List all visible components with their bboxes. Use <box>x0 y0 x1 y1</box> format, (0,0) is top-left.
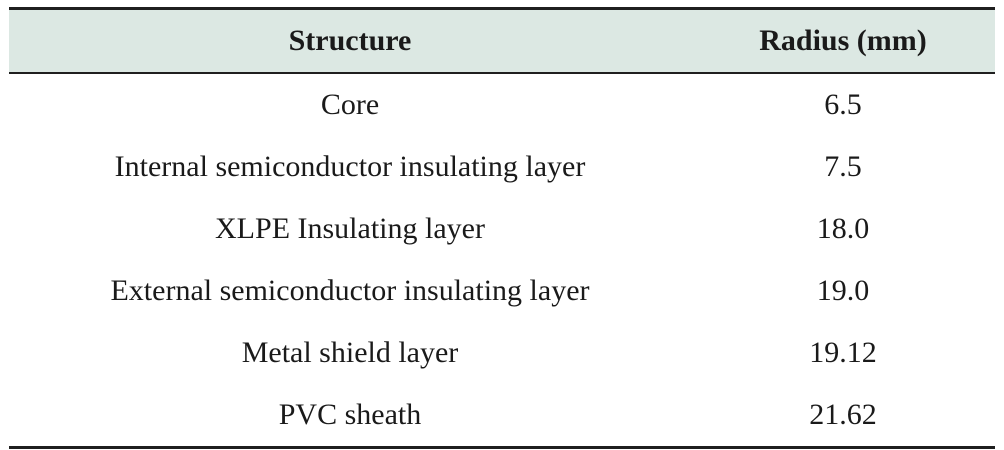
table-row: Core 6.5 <box>9 73 995 136</box>
radius-cell: 19.12 <box>809 336 877 369</box>
structure-cell: PVC sheath <box>9 384 691 449</box>
structure-cell: Internal semiconductor insulating layer <box>114 150 586 183</box>
table-row: Internal semiconductor insulating layer … <box>9 136 995 198</box>
structure-cell: External semiconductor insulating layer <box>110 274 590 307</box>
table-body: Core 6.5 Internal semiconductor insulati… <box>9 73 995 449</box>
radius-cell: 21.62 <box>691 384 995 449</box>
table-row: PVC sheath 21.62 <box>9 384 995 449</box>
radius-cell: 19.0 <box>816 274 870 307</box>
structure-cell: Core <box>320 88 380 121</box>
structure-cell: Metal shield layer <box>241 336 459 369</box>
header-radius: Radius (mm) <box>691 7 995 74</box>
radius-cell: 18.0 <box>816 212 870 245</box>
header-structure: Structure <box>9 7 691 74</box>
table-row: Metal shield layer 19.12 <box>9 322 995 384</box>
radius-cell: 6.5 <box>824 88 862 121</box>
structure-radius-table: Structure Radius (mm) Core 6.5 Internal … <box>9 7 995 449</box>
structure-cell: XLPE Insulating layer <box>215 212 485 245</box>
table-row: External semiconductor insulating layer … <box>9 260 995 322</box>
table-header: Structure Radius (mm) <box>9 7 995 74</box>
table-row: XLPE Insulating layer 18.0 <box>9 198 995 260</box>
header-row: Structure Radius (mm) <box>9 7 995 74</box>
structure-radius-table-container: Structure Radius (mm) Core 6.5 Internal … <box>9 7 995 449</box>
radius-cell: 7.5 <box>824 150 862 183</box>
